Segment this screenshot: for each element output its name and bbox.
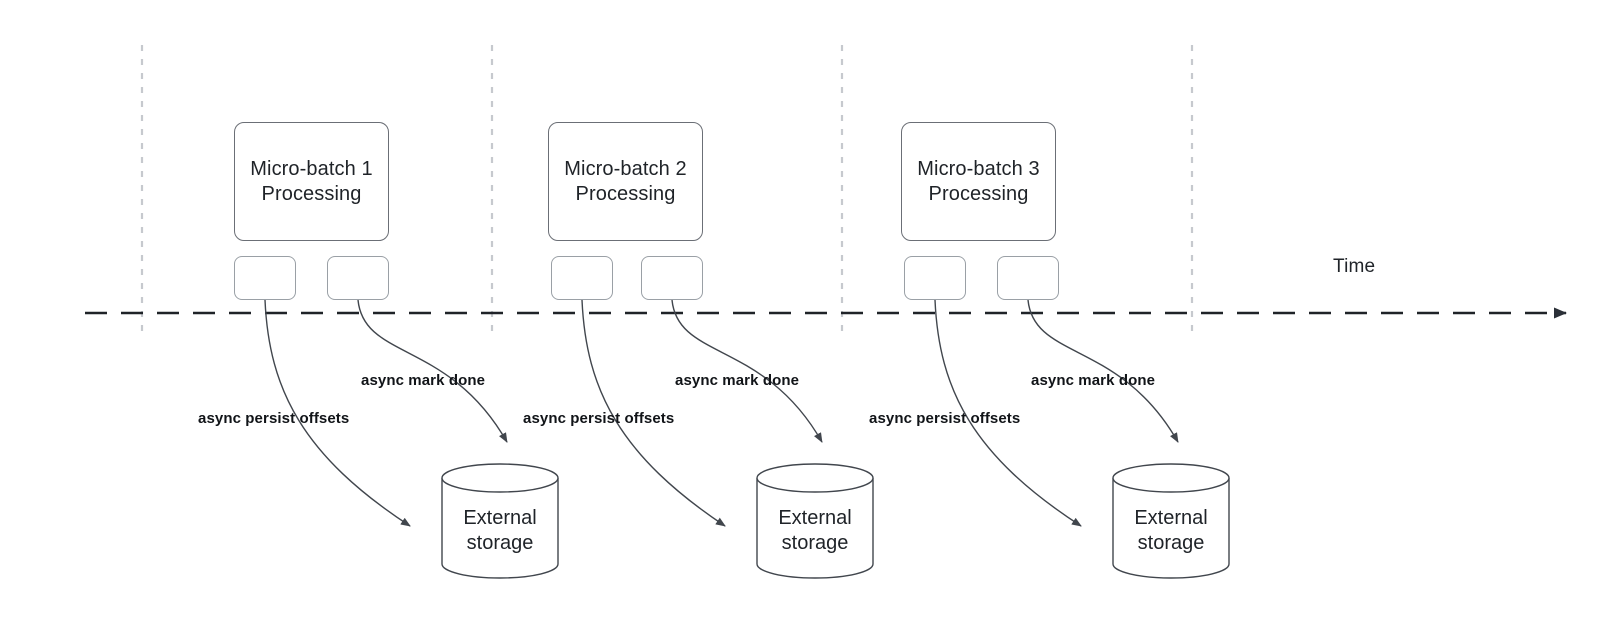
cylinder-body [441,478,559,579]
task-box-left-micro-batch-1[interactable] [234,256,296,300]
storage-cylinders [441,463,1230,579]
edge-persist-offsets-1 [264,299,411,527]
edge-label-mark-done-2: async mark done [675,372,800,389]
cylinder-body [756,478,874,579]
flow-edges [264,299,1179,527]
edge-label-mark-done-3: async mark done [1031,372,1156,389]
external-storage-micro-batch-1[interactable] [441,463,559,579]
external-storage-label-micro-batch-1: External storage [463,507,537,554]
process-box-micro-batch-2[interactable]: Micro-batch 2 Processing [548,122,703,241]
cylinder-body [1112,478,1230,579]
edge-persist-offsets-2 [581,299,726,527]
external-storage-label-micro-batch-2: External storage [778,507,852,554]
external-storage-label-micro-batch-3: External storage [1134,507,1208,554]
edge-label-mark-done-1: async mark done [361,372,486,389]
edge-mark-done-3 [1027,299,1179,443]
task-box-right-micro-batch-2[interactable] [641,256,703,300]
edge-label-persist-offsets-1: async persist offsets [198,410,350,427]
edge-label-persist-offsets-2: async persist offsets [523,410,675,427]
cylinder-top [756,463,874,493]
task-box-right-micro-batch-1[interactable] [327,256,389,300]
external-storage-micro-batch-2[interactable] [756,463,874,579]
process-box-micro-batch-1[interactable]: Micro-batch 1 Processing [234,122,389,241]
timeline-dividers [140,45,1194,337]
task-box-left-micro-batch-3[interactable] [904,256,966,300]
process-box-label: Micro-batch 1 Processing [250,157,373,205]
edge-persist-offsets-3 [934,299,1082,527]
external-storage-micro-batch-3[interactable] [1112,463,1230,579]
task-box-left-micro-batch-2[interactable] [551,256,613,300]
cylinder-top [1112,463,1230,493]
edge-mark-done-2 [671,299,823,443]
edge-label-persist-offsets-3: async persist offsets [869,410,1021,427]
edge-mark-done-1 [357,299,508,443]
task-box-right-micro-batch-3[interactable] [997,256,1059,300]
process-box-label: Micro-batch 3 Processing [917,157,1040,205]
time-axis-label: Time [1333,256,1376,277]
process-box-label: Micro-batch 2 Processing [564,157,687,205]
cylinder-top [441,463,559,493]
process-box-micro-batch-3[interactable]: Micro-batch 3 Processing [901,122,1056,241]
